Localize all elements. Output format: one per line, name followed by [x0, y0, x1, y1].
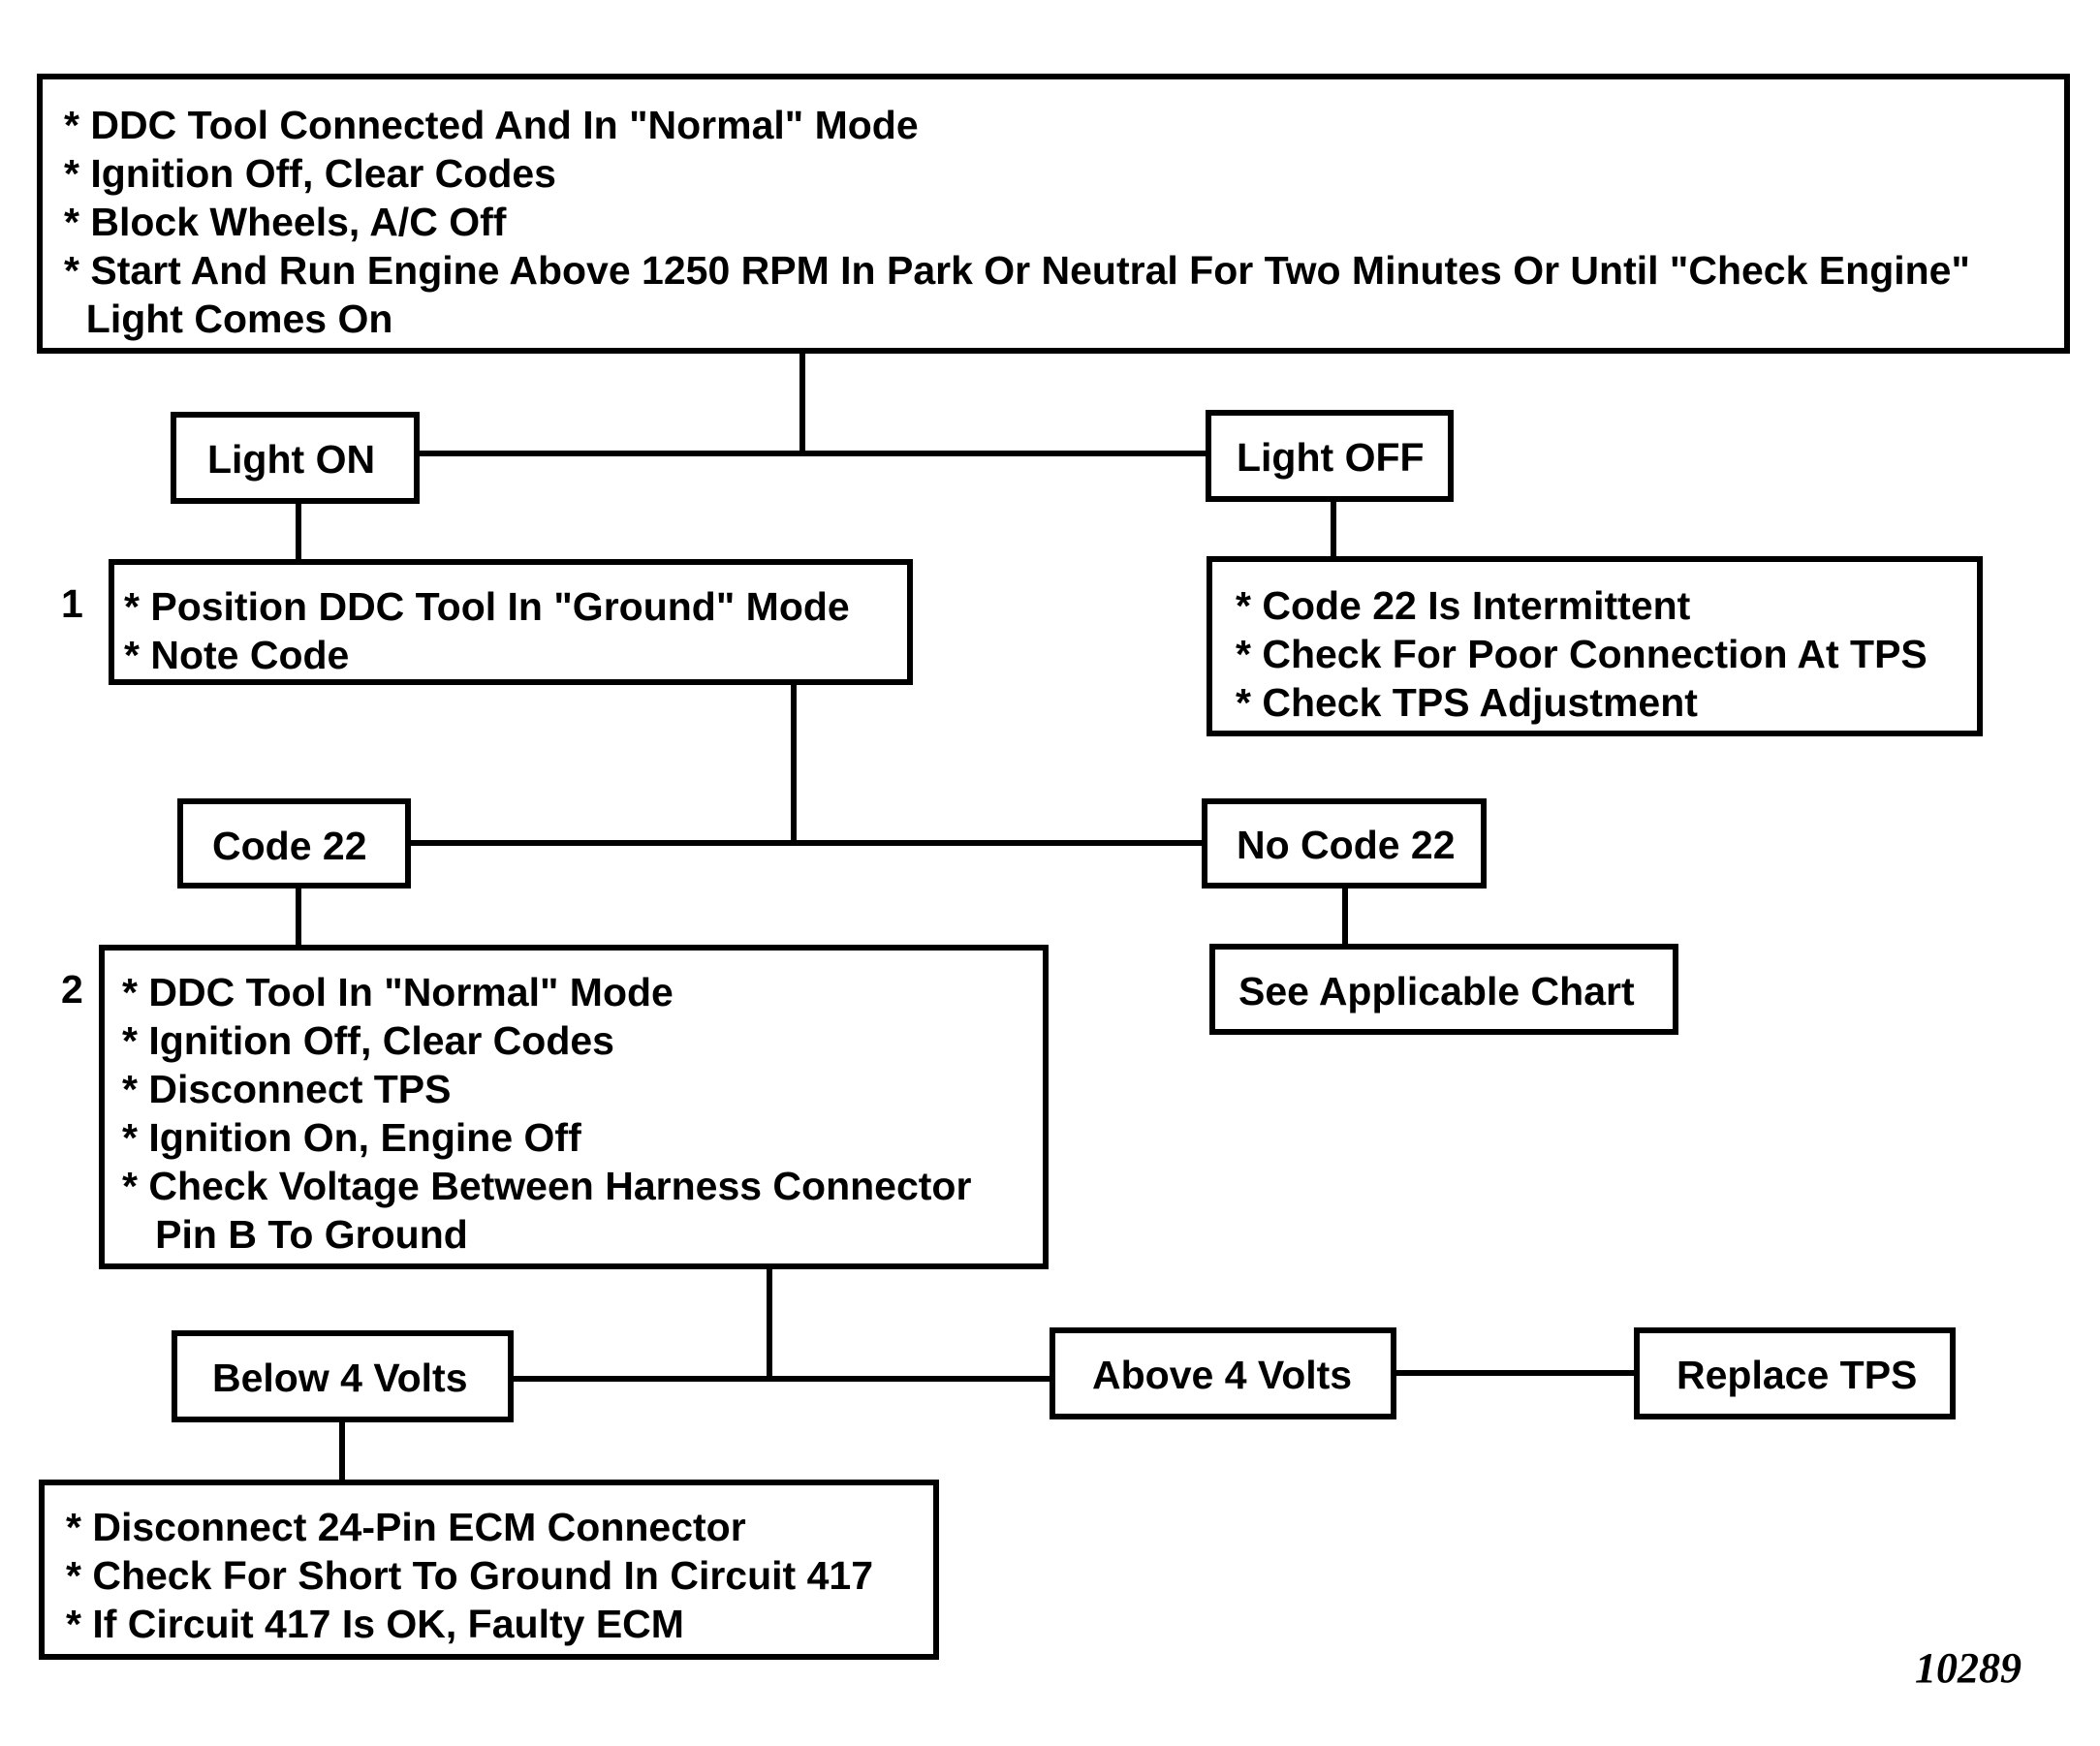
ecm-check-line: * Check For Short To Ground In Circuit 4…	[66, 1553, 873, 1598]
step2-line: Pin B To Ground	[122, 1212, 468, 1257]
step-number-2: 2	[61, 967, 83, 1012]
see-chart-label: See Applicable Chart	[1238, 969, 1635, 1013]
see-chart-box: See Applicable Chart	[1209, 944, 1678, 1035]
step1-line: * Note Code	[124, 633, 350, 677]
connector-code-branch	[407, 840, 1207, 846]
replace-tps-box: Replace TPS	[1634, 1327, 1956, 1419]
connector-step1-down	[791, 683, 797, 846]
step1-line: * Position DDC Tool In "Ground" Mode	[124, 584, 850, 629]
intermittent-box: * Code 22 Is Intermittent * Check For Po…	[1207, 556, 1983, 736]
step-number-1: 1	[61, 581, 83, 626]
connector-below-down	[339, 1418, 345, 1483]
no-code22-label: No Code 22	[1237, 823, 1456, 867]
start-line: * Start And Run Engine Above 1250 RPM In…	[64, 248, 1970, 293]
light-off-label: Light OFF	[1237, 435, 1425, 480]
ecm-check-line: * If Circuit 417 Is OK, Faulty ECM	[66, 1602, 684, 1646]
step1-box: * Position DDC Tool In "Ground" Mode * N…	[109, 559, 913, 685]
ecm-check-line: * Disconnect 24-Pin ECM Connector	[66, 1505, 746, 1549]
connector-volts-branch	[509, 1376, 1051, 1382]
connector-step2-down	[767, 1269, 772, 1382]
connector-light-branch	[417, 451, 1211, 456]
below-4-volts-box: Below 4 Volts	[172, 1330, 514, 1422]
figure-number: 10289	[1915, 1644, 2022, 1692]
connector-above-replace	[1391, 1370, 1638, 1376]
connector-light-off-down	[1331, 497, 1336, 559]
step2-line: * Disconnect TPS	[122, 1067, 452, 1111]
connector-start-down	[799, 351, 805, 455]
start-conditions-box: * DDC Tool Connected And In "Normal" Mod…	[37, 74, 2070, 354]
intermittent-line: * Check For Poor Connection At TPS	[1236, 632, 1928, 676]
connector-code22-down	[296, 885, 301, 950]
intermittent-line: * Check TPS Adjustment	[1236, 680, 1698, 725]
above-4-volts-box: Above 4 Volts	[1050, 1327, 1396, 1419]
step2-line: * Ignition Off, Clear Codes	[122, 1018, 614, 1063]
ecm-check-box: * Disconnect 24-Pin ECM Connector * Chec…	[39, 1480, 939, 1660]
step2-line: * DDC Tool In "Normal" Mode	[122, 970, 674, 1014]
intermittent-line: * Code 22 Is Intermittent	[1236, 583, 1691, 628]
step2-line: * Ignition On, Engine Off	[122, 1115, 581, 1160]
no-code22-box: No Code 22	[1202, 798, 1487, 889]
code22-box: Code 22	[177, 798, 411, 889]
step2-line: * Check Voltage Between Harness Connecto…	[122, 1164, 972, 1208]
code22-label: Code 22	[212, 824, 367, 868]
light-off-box: Light OFF	[1206, 410, 1454, 502]
replace-tps-label: Replace TPS	[1677, 1353, 1918, 1397]
start-line: Light Comes On	[64, 296, 393, 341]
connector-nocode-down	[1342, 885, 1348, 950]
light-on-label: Light ON	[207, 437, 376, 482]
light-on-box: Light ON	[171, 412, 420, 504]
below-4-volts-label: Below 4 Volts	[212, 1356, 468, 1400]
start-line: * Block Wheels, A/C Off	[64, 200, 507, 244]
connector-light-on-down	[296, 499, 301, 562]
start-line: * Ignition Off, Clear Codes	[64, 151, 556, 196]
start-line: * DDC Tool Connected And In "Normal" Mod…	[64, 103, 919, 147]
step2-box: * DDC Tool In "Normal" Mode * Ignition O…	[99, 945, 1049, 1269]
above-4-volts-label: Above 4 Volts	[1092, 1353, 1353, 1397]
